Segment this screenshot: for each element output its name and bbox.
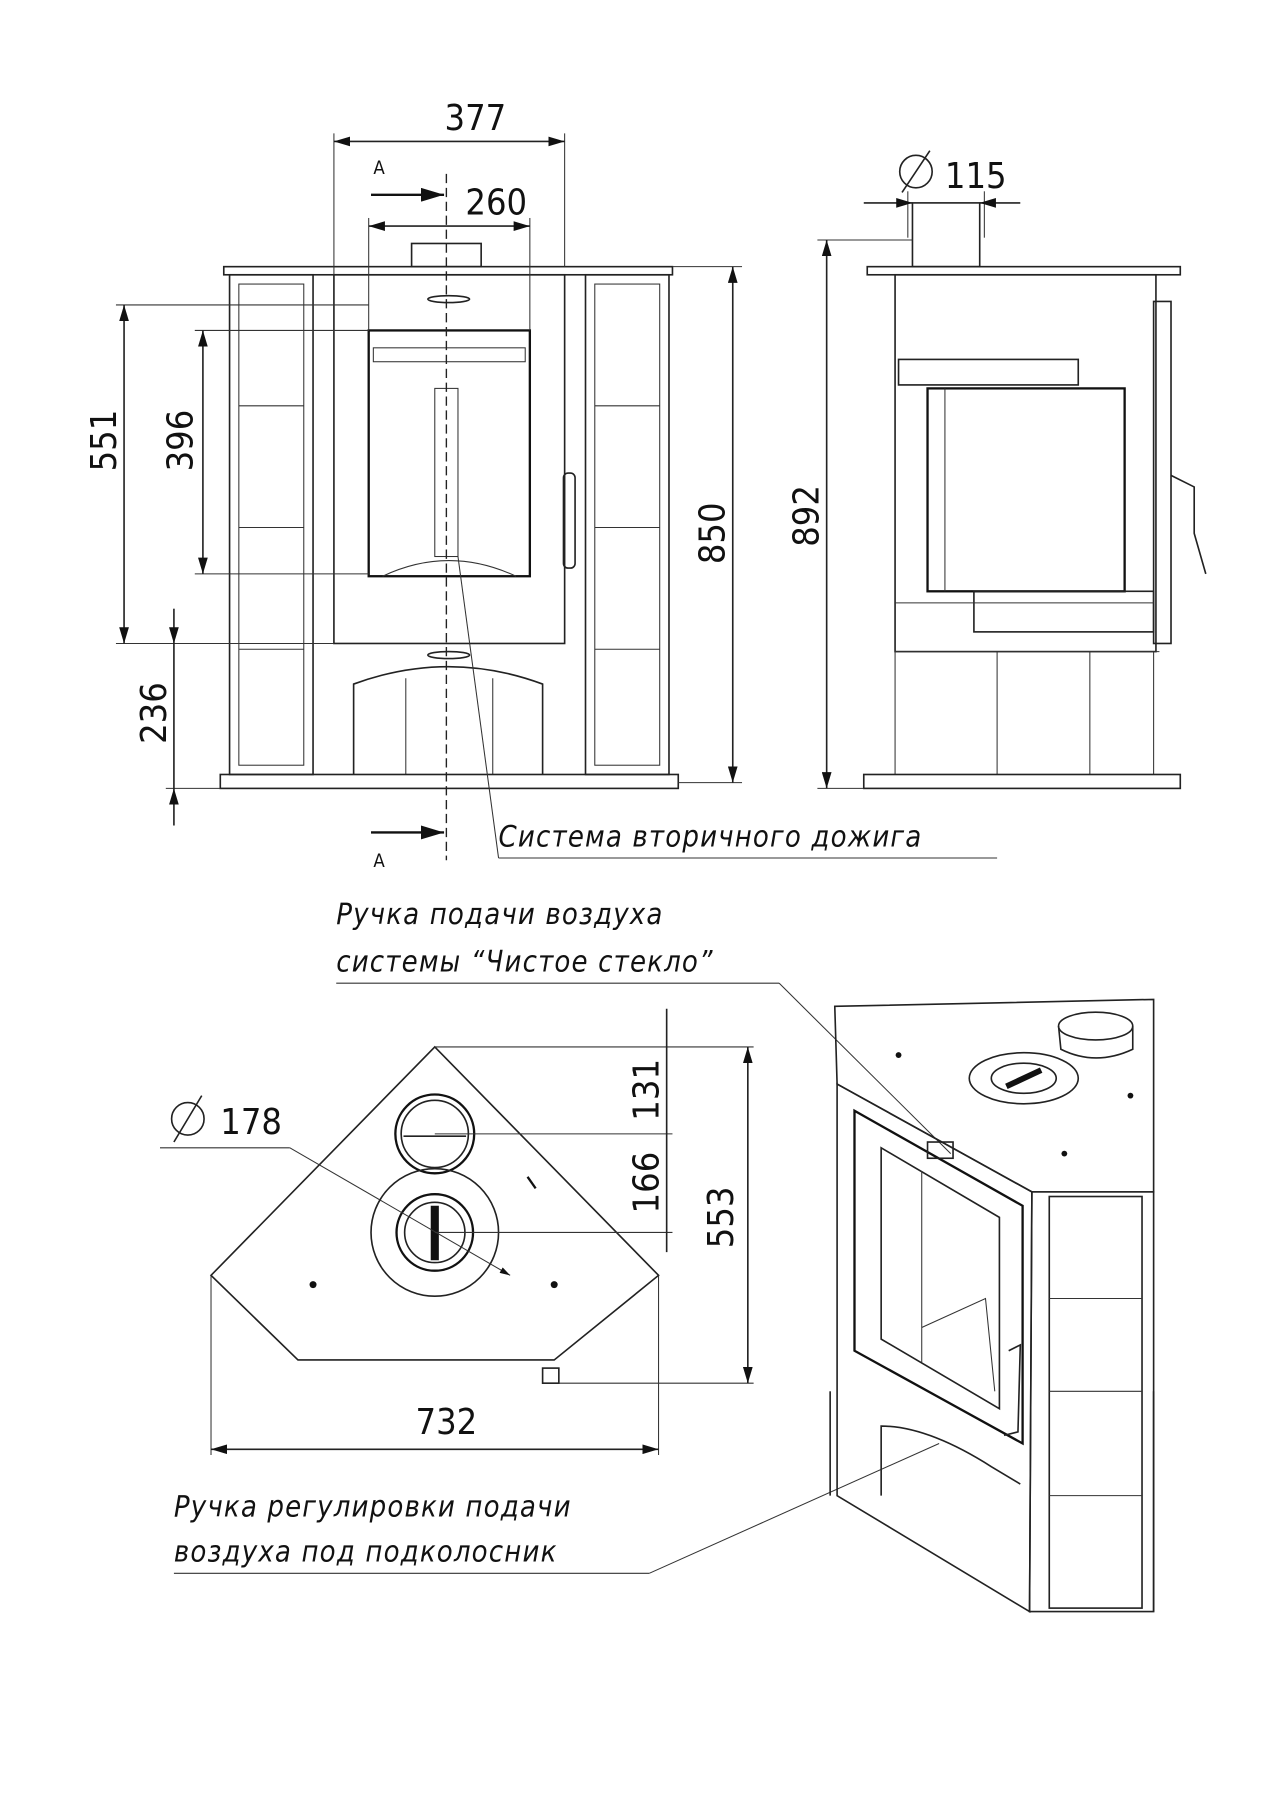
clean-glass-label-line2: системы “Чистое стекло”: [336, 945, 713, 979]
grate-air-label-line1: Ручка регулировки подачи: [174, 1490, 572, 1524]
dim-236: 236: [134, 682, 175, 744]
dim-166: 166: [627, 1152, 668, 1214]
dim-377: 377: [445, 98, 507, 139]
side-view: 115 892: [787, 150, 1207, 790]
dim-178: 178: [220, 1102, 282, 1143]
dim-892: 892: [787, 485, 828, 547]
dim-732: 732: [416, 1402, 478, 1443]
front-view: 377 260 A A 551 396 236 850 Система втор…: [84, 98, 998, 872]
clean-glass-label-line1: Ручка подачи воздуха: [336, 897, 663, 931]
dim-260: 260: [465, 182, 527, 223]
section-mark-bottom: A: [373, 851, 386, 872]
dim-115: 115: [945, 156, 1007, 197]
dim-396: 396: [160, 410, 201, 472]
top-view: 131 166 553 732 178: [160, 1008, 754, 1456]
secondary-burn-label: Система вторичного дожига: [499, 819, 923, 853]
dim-553: 553: [701, 1187, 742, 1249]
dim-551: 551: [84, 410, 125, 472]
dim-850: 850: [693, 502, 734, 564]
isometric-view: [829, 998, 1155, 1614]
dim-131: 131: [627, 1059, 668, 1121]
grate-air-label-line2: воздуха под подколосник: [174, 1535, 558, 1569]
section-mark-top: A: [373, 158, 386, 179]
